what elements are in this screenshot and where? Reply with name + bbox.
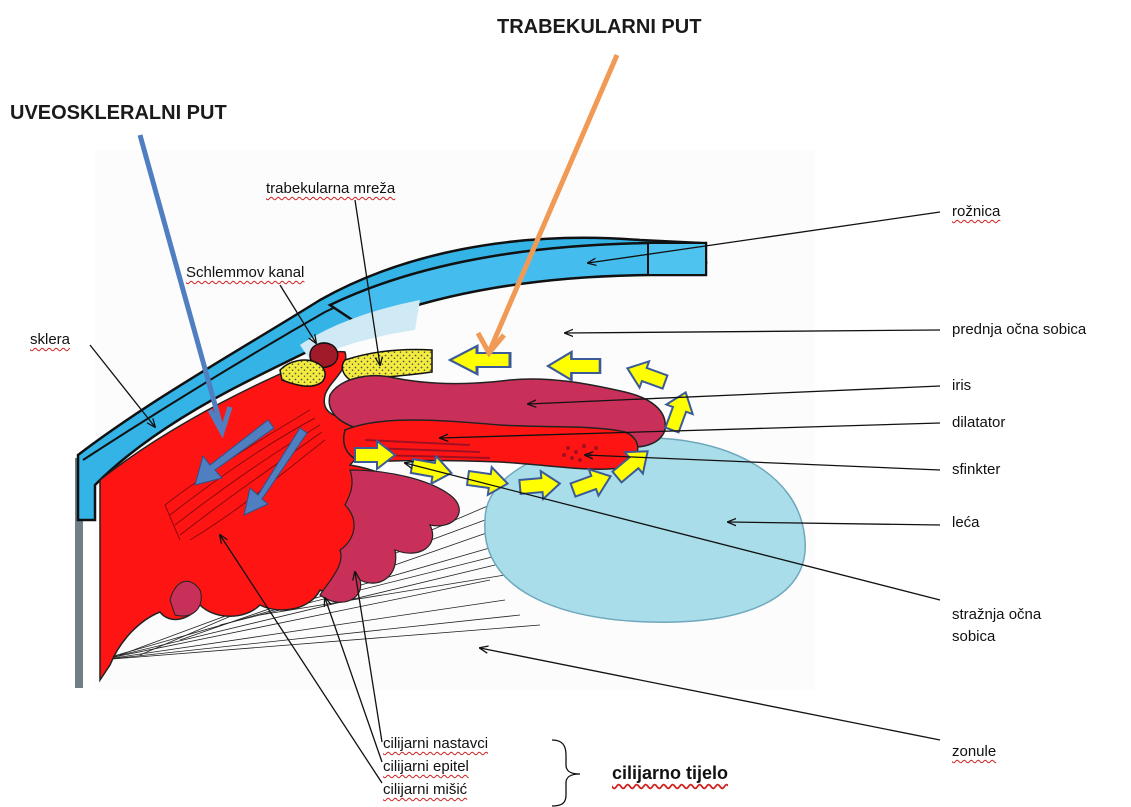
cornea-label: rožnica: [952, 203, 1000, 220]
schlemm-curl: [280, 360, 325, 386]
ciliary-epithelium-label: cilijarni epitel: [383, 758, 469, 775]
trabecular-meshwork-label: trabekularna mreža: [266, 180, 395, 197]
sphincter-label: sfinkter: [952, 461, 1000, 478]
iris-label: iris: [952, 377, 971, 394]
ciliary-muscle-label: cilijarni mišić: [383, 781, 467, 798]
dilator-label: dilatator: [952, 414, 1005, 431]
anterior-chamber-label: prednja očna sobica: [952, 321, 1086, 338]
lens-label: leća: [952, 514, 980, 531]
zonules-label: zonule: [952, 743, 996, 760]
posterior-chamber-label: stražnja očna sobica: [952, 604, 1072, 648]
ciliary-brace: [552, 740, 580, 806]
ciliary-body-label: cilijarno tijelo: [612, 763, 728, 784]
uveoscleral-pathway-label: UVEOSKLERALNI PUT: [10, 102, 227, 125]
trabecular-pathway-label: TRABEKULARNI PUT: [497, 16, 701, 39]
schlemm-canal-label: Schlemmov kanal: [186, 264, 304, 281]
ciliary-processes-label: cilijarni nastavci: [383, 735, 488, 752]
sclera-label: sklera: [30, 331, 70, 348]
